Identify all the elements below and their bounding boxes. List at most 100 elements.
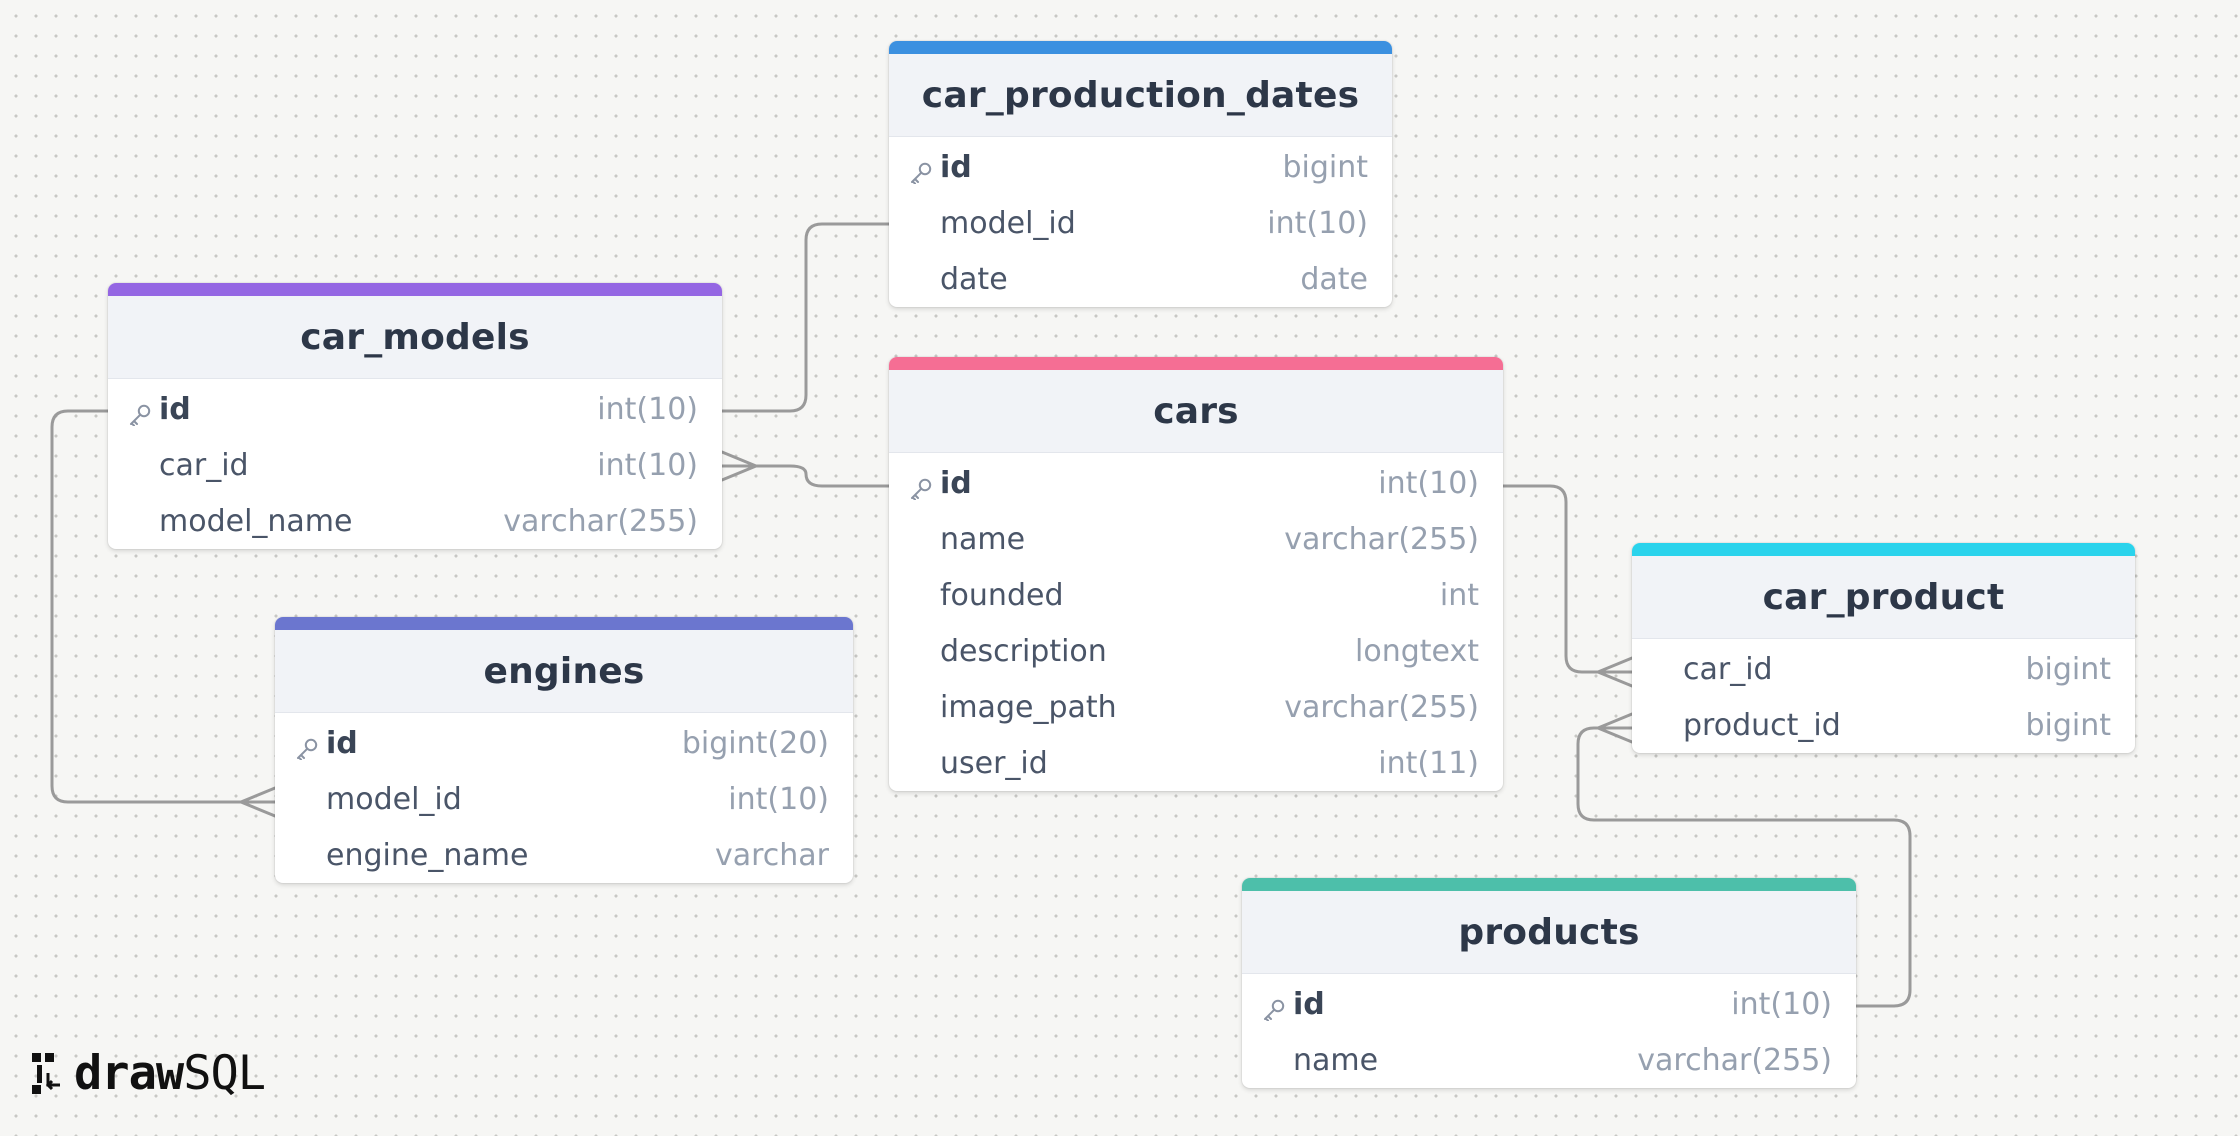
table-header[interactable]: cars (889, 370, 1503, 453)
column-name: description (940, 633, 1107, 669)
column-name: id (326, 725, 358, 761)
column-name: founded (940, 577, 1064, 613)
primary-key-icon (909, 157, 933, 185)
table-name: products (1458, 911, 1640, 953)
table-color-bar (889, 357, 1503, 370)
column-type: int(10) (1267, 205, 1368, 241)
table-name: engines (483, 650, 645, 692)
relation-line-model-engine (50, 409, 277, 804)
crowfoot-car-product-car-id (1596, 656, 1634, 688)
column-row-id[interactable]: id bigint(20) (275, 715, 853, 771)
primary-key-icon (295, 733, 319, 761)
primary-key-icon (909, 473, 933, 501)
table-columns: id int(10) name varchar(255) (1242, 976, 1856, 1088)
column-row-id[interactable]: id int(10) (108, 381, 722, 437)
column-row-car-id[interactable]: car_id int(10) (108, 437, 722, 493)
column-type: int(10) (728, 781, 829, 817)
table-color-bar (108, 283, 722, 296)
column-type: varchar(255) (1284, 521, 1479, 557)
column-name: car_id (1683, 651, 1773, 687)
drawsql-logo-icon (32, 1052, 60, 1094)
column-row-product-id[interactable]: product_id bigint (1632, 697, 2135, 753)
table-header[interactable]: car_models (108, 296, 722, 379)
table-header[interactable]: products (1242, 891, 1856, 974)
column-type: int(11) (1378, 745, 1479, 781)
table-color-bar (1632, 543, 2135, 556)
table-name: car_product (1762, 576, 2005, 618)
primary-key-icon (1262, 994, 1286, 1022)
crowfoot-car-product-product-id (1596, 712, 1634, 744)
column-type: int(10) (597, 391, 698, 427)
column-type: varchar(255) (1637, 1042, 1832, 1078)
table-color-bar (1242, 878, 1856, 891)
column-name: product_id (1683, 707, 1841, 743)
column-type: bigint (2025, 707, 2111, 743)
table-engines[interactable]: engines id bigint(20) model_id int(10) engin… (275, 617, 853, 883)
column-name: name (940, 521, 1026, 557)
column-row-description[interactable]: description longtext (889, 623, 1503, 679)
column-type: bigint(20) (681, 725, 829, 761)
column-name: id (940, 149, 972, 185)
column-name: id (1293, 986, 1325, 1022)
drawsql-logo[interactable]: drawSQL (30, 1046, 266, 1101)
table-color-bar (889, 41, 1392, 54)
table-name: car_models (300, 316, 530, 358)
table-header[interactable]: engines (275, 630, 853, 713)
logo-text-draw: draw (74, 1046, 184, 1101)
column-type: varchar(255) (503, 503, 698, 539)
relation-line-product-car-product (1576, 726, 1912, 1008)
column-row-user-id[interactable]: user_id int(11) (889, 735, 1503, 791)
column-row-founded[interactable]: founded int (889, 567, 1503, 623)
column-name: car_id (159, 447, 249, 483)
column-type: longtext (1355, 633, 1479, 669)
column-type: int(10) (1731, 986, 1832, 1022)
column-type: bigint (2025, 651, 2111, 687)
column-name: model_name (159, 503, 353, 539)
table-header[interactable]: car_production_dates (889, 54, 1392, 137)
column-type: varchar (714, 837, 829, 873)
column-name: image_path (940, 689, 1117, 725)
logo-text-sql: SQL (183, 1046, 266, 1101)
table-products[interactable]: products id int(10) name varchar(255) (1242, 878, 1856, 1088)
column-name: user_id (940, 745, 1048, 781)
table-columns: id int(10) car_id int(10) model_name varchar(… (108, 381, 722, 549)
table-color-bar (275, 617, 853, 630)
column-row-name[interactable]: name varchar(255) (1242, 1032, 1856, 1088)
relation-line-car-model (720, 464, 891, 488)
column-type: int(10) (1378, 465, 1479, 501)
table-name: car_production_dates (921, 74, 1360, 116)
column-name: id (159, 391, 191, 427)
table-car-models[interactable]: car_models id int(10) car_id int(10) model_n… (108, 283, 722, 549)
column-name: model_id (326, 781, 462, 817)
crowfoot-car-models-car-id (720, 450, 758, 482)
table-header[interactable]: car_product (1632, 556, 2135, 639)
column-name: name (1293, 1042, 1379, 1078)
relation-line-model-production-date (720, 222, 891, 413)
crowfoot-engines-model-id (239, 786, 277, 818)
primary-key-icon (128, 399, 152, 427)
column-row-car-id[interactable]: car_id bigint (1632, 641, 2135, 697)
column-type: int (1439, 577, 1479, 613)
column-row-id[interactable]: id int(10) (1242, 976, 1856, 1032)
column-row-model-name[interactable]: model_name varchar(255) (108, 493, 722, 549)
column-type: int(10) (597, 447, 698, 483)
column-row-id[interactable]: id bigint (889, 139, 1392, 195)
column-row-name[interactable]: name varchar(255) (889, 511, 1503, 567)
column-name: date (940, 261, 1008, 297)
column-type: bigint (1282, 149, 1368, 185)
table-name: cars (1153, 390, 1239, 432)
column-row-model-id[interactable]: model_id int(10) (275, 771, 853, 827)
relation-line-car-product (1501, 484, 1634, 674)
